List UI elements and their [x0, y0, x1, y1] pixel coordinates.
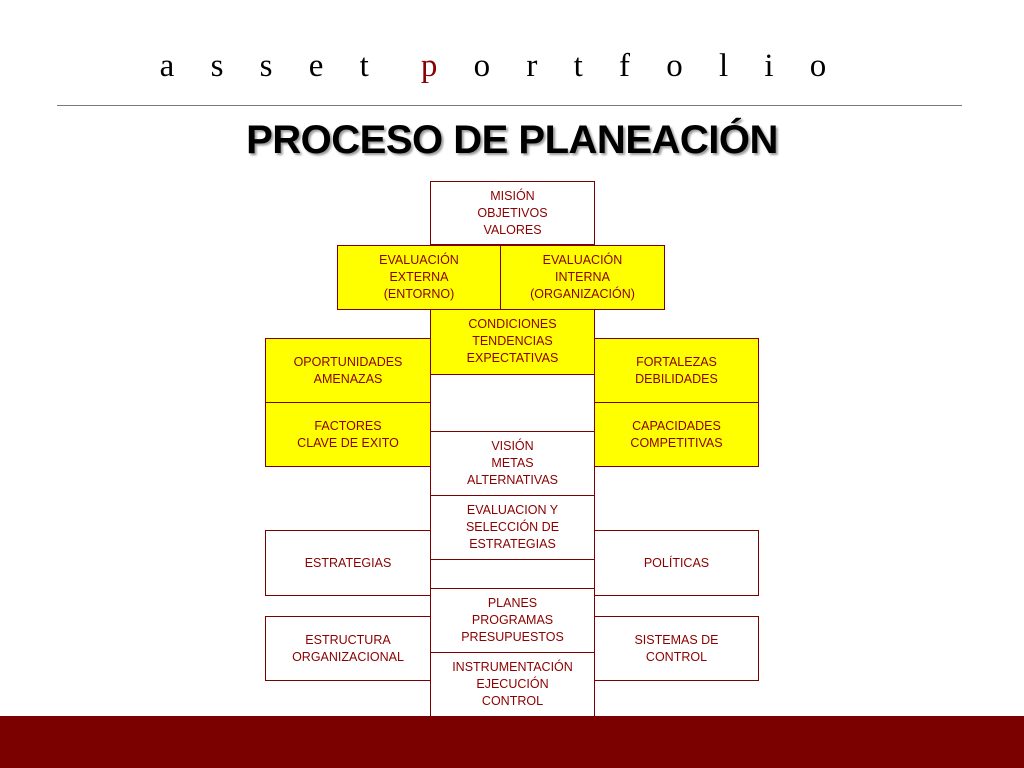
brand-part-asset: a s s e t: [159, 48, 383, 84]
box-evaluacion-seleccion: EVALUACION Y SELECCIÓN DE ESTRATEGIAS: [430, 495, 595, 560]
box-evaluacion-externa: EVALUACIÓN EXTERNA (ENTORNO): [337, 245, 501, 310]
box-estructura: ESTRUCTURA ORGANIZACIONAL: [265, 616, 431, 681]
page-title: PROCESO DE PLANEACIÓN: [246, 118, 778, 162]
box-estrategias: ESTRATEGIAS: [265, 530, 431, 596]
box-blank-spacer-1: [430, 374, 595, 432]
box-fortalezas: FORTALEZAS DEBILIDADES: [594, 338, 759, 403]
header-divider: [57, 105, 962, 106]
box-sistemas: SISTEMAS DE CONTROL: [594, 616, 759, 681]
box-vision: VISIÓN METAS ALTERNATIVAS: [430, 431, 595, 496]
box-mision: MISIÓN OBJETIVOS VALORES: [430, 181, 595, 245]
box-instrumentacion: INSTRUMENTACIÓN EJECUCIÓN CONTROL: [430, 652, 595, 717]
box-factores: FACTORES CLAVE DE EXITO: [265, 402, 431, 467]
footer-bar: [0, 716, 1024, 768]
box-condiciones: CONDICIONES TENDENCIAS EXPECTATIVAS: [430, 309, 595, 375]
box-oportunidades: OPORTUNIDADES AMENAZAS: [265, 338, 431, 403]
brand-accent-letter: p: [420, 48, 452, 84]
box-evaluacion-interna: EVALUACIÓN INTERNA (ORGANIZACIÓN): [500, 245, 665, 310]
box-capacidades: CAPACIDADES COMPETITIVAS: [594, 402, 759, 467]
box-politicas: POLÍTICAS: [594, 530, 759, 596]
brand-part-ortfolio: o r t f o l i o: [473, 48, 841, 84]
box-planes: PLANES PROGRAMAS PRESUPUESTOS: [430, 588, 595, 653]
box-blank-spacer-2: [430, 559, 595, 589]
